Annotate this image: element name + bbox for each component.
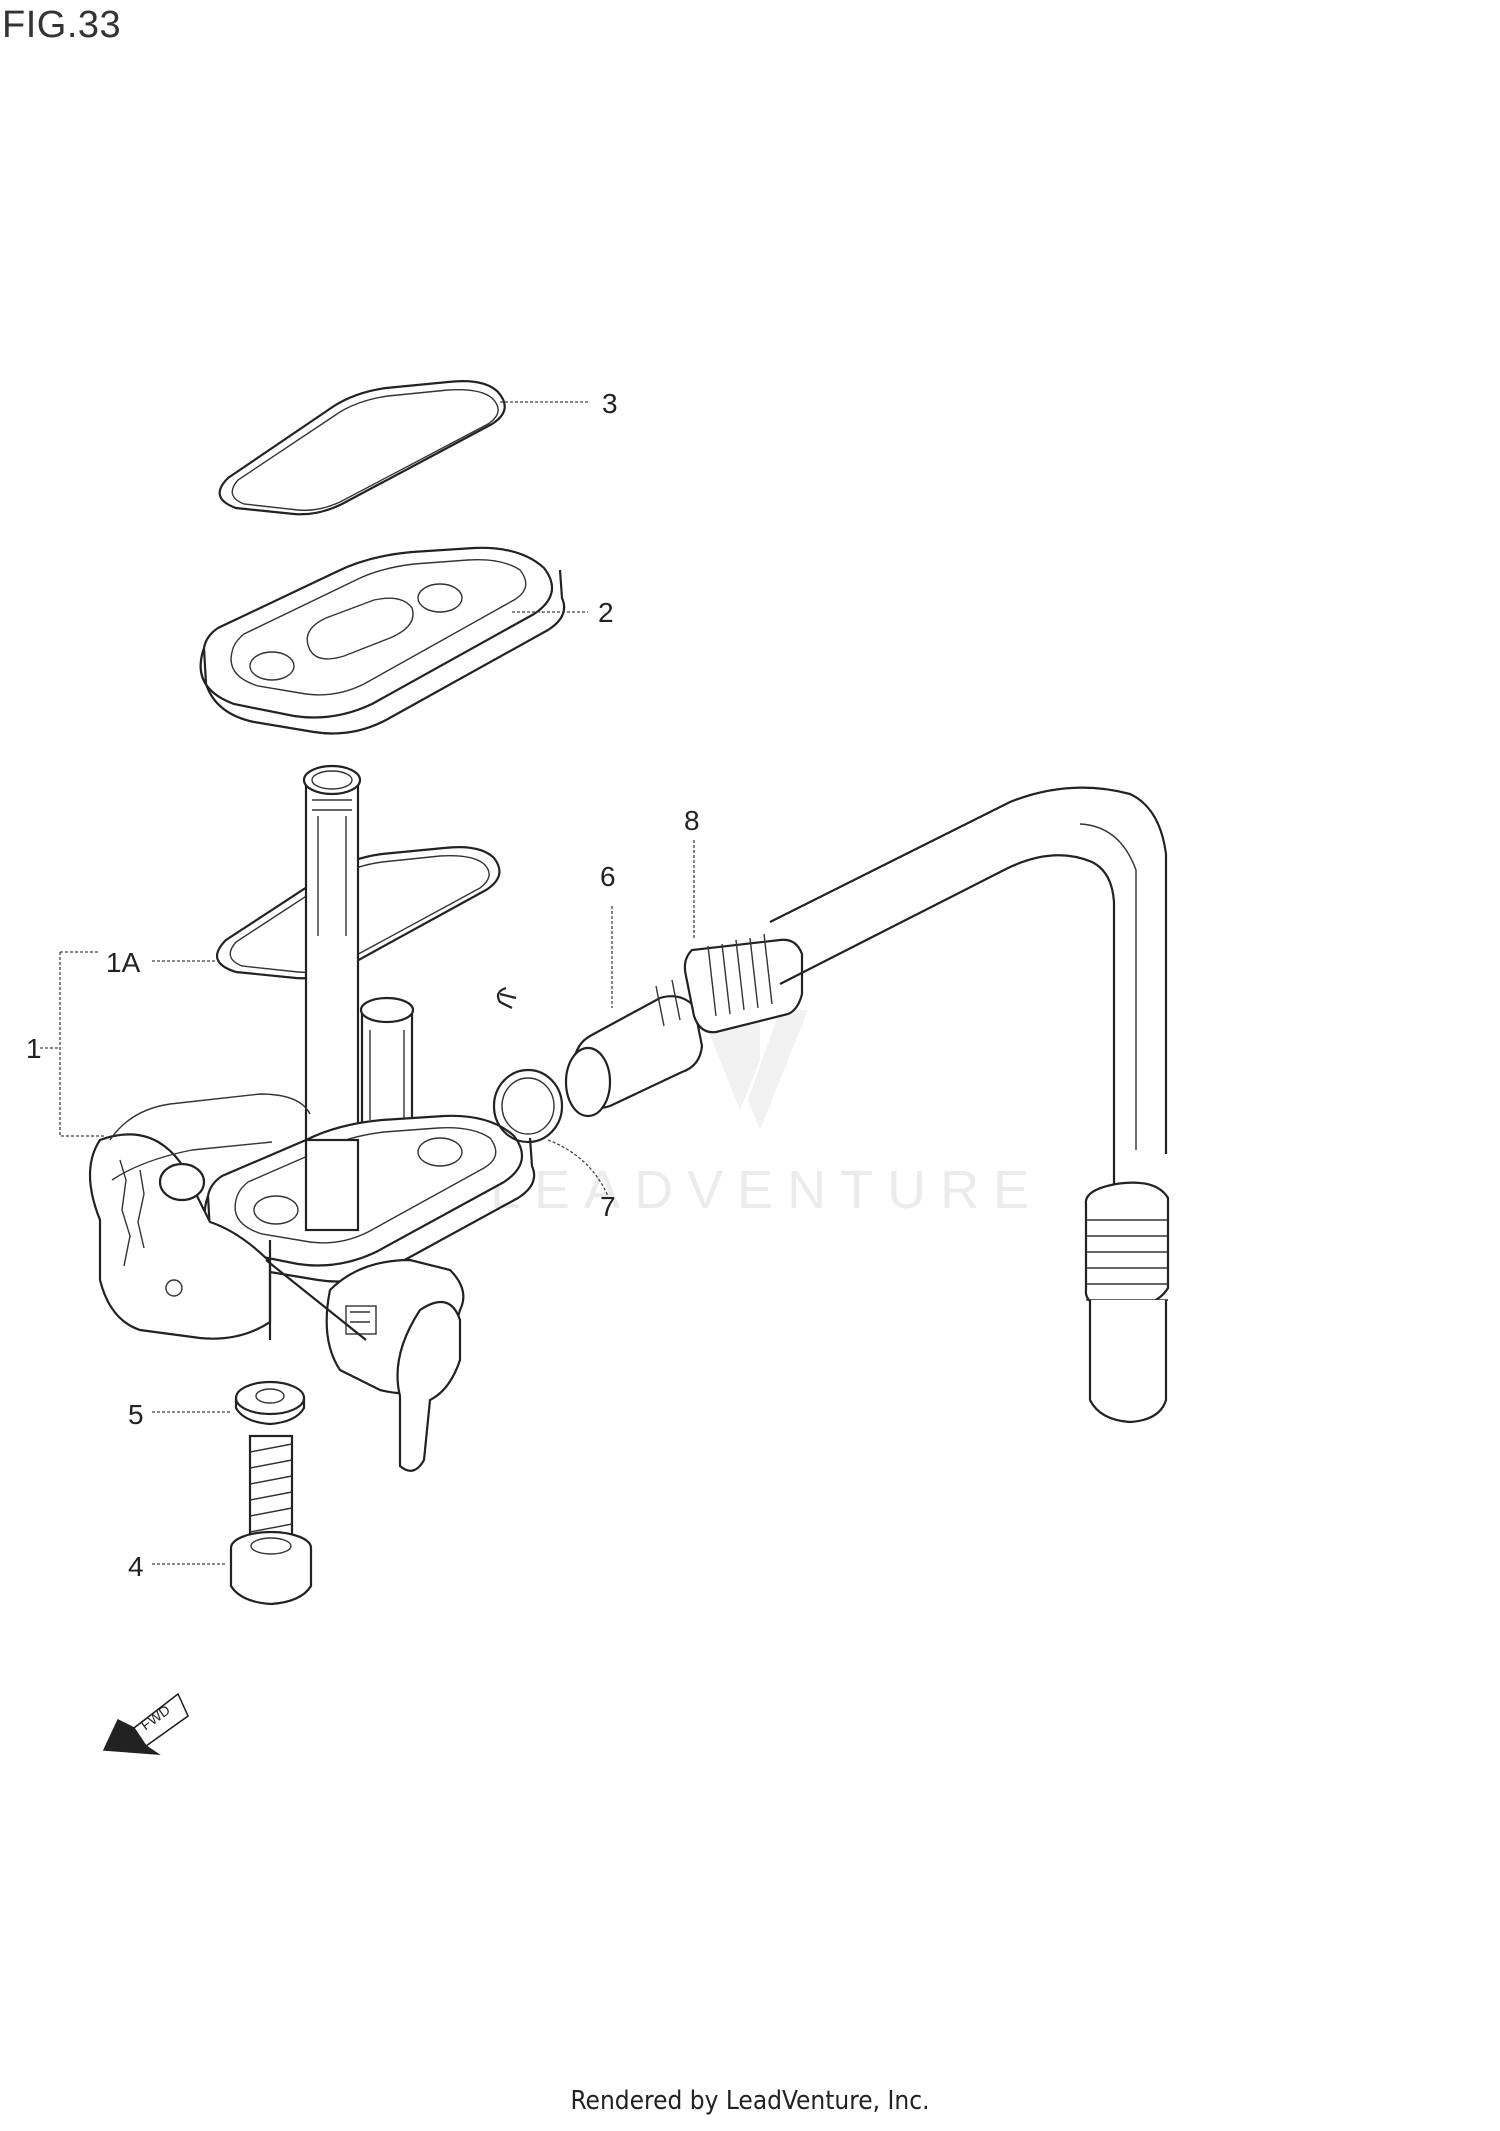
callout-1: 1	[26, 1033, 42, 1064]
watermark-text: LEADVENTURE	[490, 1160, 1043, 1220]
part-2-filter-plate	[199, 546, 566, 735]
callout-7: 7	[600, 1191, 616, 1222]
part-4-bolt	[229, 1434, 313, 1606]
part-7-clamp	[492, 986, 564, 1144]
part-1a-gasket	[215, 846, 501, 980]
callout-8: 8	[684, 805, 700, 836]
callout-3: 3	[602, 388, 618, 419]
part-5-washer	[234, 1380, 306, 1426]
part-1-fuel-cock	[88, 764, 536, 1472]
callout-6: 6	[600, 861, 616, 892]
part-8-hose	[683, 786, 1170, 1424]
callout-2: 2	[598, 597, 614, 628]
footer-credit: Rendered by LeadVenture, Inc.	[570, 2086, 930, 2116]
fwd-arrow-icon: FWD	[102, 1692, 189, 1755]
callout-5: 5	[128, 1399, 144, 1430]
figure-title: FIG.33	[2, 4, 122, 46]
callout-1a: 1A	[106, 947, 141, 978]
callout-4: 4	[128, 1551, 144, 1582]
part-6-pipe	[564, 973, 707, 1118]
leader-lines	[40, 401, 695, 1565]
part-3-gasket	[218, 380, 506, 516]
